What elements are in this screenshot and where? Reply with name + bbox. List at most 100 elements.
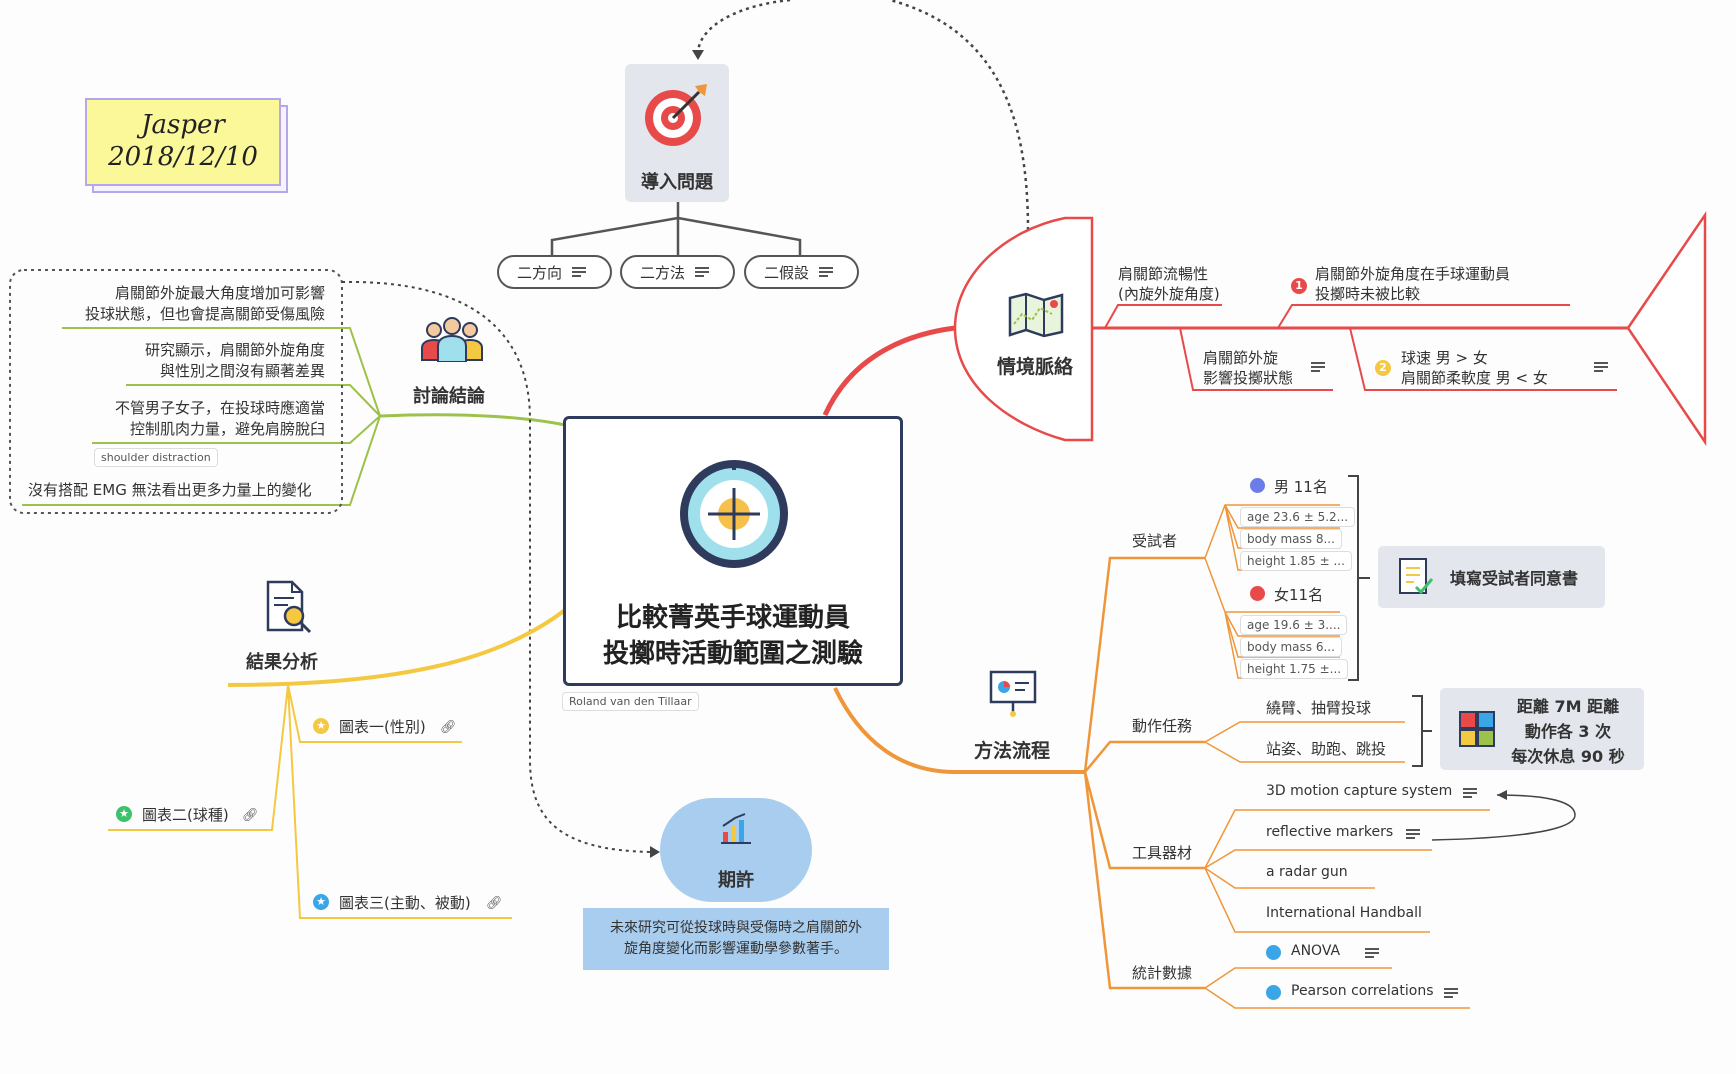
expect-node[interactable]: 期許 xyxy=(660,798,812,902)
sticky-note[interactable]: Jasper 2018/12/10 xyxy=(85,98,281,186)
tasks-bracket xyxy=(1412,695,1432,767)
badge-1: 1 xyxy=(1291,278,1307,294)
expect-note-text: 未來研究可從投球時與受傷時之肩關節外 旋角度變化而影響運動學參數著手。 xyxy=(610,920,862,957)
badge-2: 2 xyxy=(1375,360,1391,376)
link-icon[interactable]: 🔗︎ xyxy=(242,808,259,823)
context-item-flexibility[interactable]: 肩關節流暢性 (內旋外旋角度) xyxy=(1118,265,1220,303)
female-stat-age[interactable]: age 19.6 ± 3.... xyxy=(1240,615,1348,635)
central-author-label: Roland van den Tillaar xyxy=(562,692,699,711)
tool-item-handball[interactable]: International Handball xyxy=(1266,905,1422,921)
intro-node[interactable]: 導入問題 xyxy=(625,64,729,202)
note-icon xyxy=(1594,362,1608,373)
branch-discussion xyxy=(379,413,566,427)
puzzle-icon xyxy=(1459,711,1495,747)
star-icon: ★ xyxy=(116,806,132,822)
tool-bones xyxy=(1204,809,1490,933)
note-icon xyxy=(1311,362,1325,373)
male-stat-height[interactable]: height 1.85 ± ... xyxy=(1240,551,1352,571)
female-stat-height[interactable]: height 1.75 ±... xyxy=(1240,659,1349,679)
link-icon[interactable]: 🔗︎ xyxy=(486,896,503,911)
task-item-arm[interactable]: 繞臂、抽臂投球 xyxy=(1266,699,1372,717)
tool-item-markers[interactable]: reflective markers xyxy=(1266,824,1394,840)
male-stat-mass[interactable]: body mass 8... xyxy=(1240,529,1342,549)
female-stat-mass[interactable]: body mass 6... xyxy=(1240,637,1342,657)
note-icon xyxy=(1463,788,1477,799)
intro-branches xyxy=(550,202,802,255)
star-icon: ★ xyxy=(313,718,329,734)
method-bones xyxy=(1083,556,1205,990)
relation-markers-capture xyxy=(1431,794,1576,841)
results-bones xyxy=(108,684,512,919)
context-title: 情境脈絡 xyxy=(997,356,1074,378)
arrow-head-expect xyxy=(650,846,660,858)
intro-title: 導入問題 xyxy=(641,172,713,193)
arrow-head xyxy=(692,50,704,60)
presentation-icon xyxy=(989,670,1037,717)
discussion-bones xyxy=(22,327,381,506)
female-user-icon xyxy=(1250,586,1265,601)
central-title-line1: 比較菁英手球運動員 xyxy=(615,603,850,633)
branch-method xyxy=(833,687,1085,774)
stat-item-pearson[interactable]: Pearson correlations xyxy=(1291,983,1434,999)
results-item-active-passive[interactable]: 圖表三(主動、被動) xyxy=(339,894,471,912)
note-icon xyxy=(1444,988,1458,999)
intro-item-direction[interactable]: 二方向 xyxy=(497,255,612,289)
document-search-icon xyxy=(266,580,312,634)
map-icon xyxy=(1008,292,1064,338)
method-stats-label[interactable]: 統計數據 xyxy=(1132,964,1193,982)
relation-context-intro xyxy=(696,0,1030,231)
discussion-item-muscle-control[interactable]: 不管男子女子，在投球時應適當 控制肌肉力量，避免肩膀脫臼 xyxy=(114,399,325,438)
note-icon xyxy=(1406,829,1420,840)
discussion-item-injury-risk[interactable]: 肩關節外旋最大角度增加可影響 投球狀態，但也會提高關節受傷風險 xyxy=(84,284,325,323)
results-item-ball-type[interactable]: 圖表二(球種) xyxy=(142,806,229,824)
method-title: 方法流程 xyxy=(974,740,1051,762)
note-icon xyxy=(572,266,587,278)
discussion-boundary xyxy=(9,269,343,514)
context-item-not-compared[interactable]: 肩關節外旋角度在手球運動員 投擲時未被比較 xyxy=(1315,265,1511,303)
branch-context xyxy=(822,325,956,417)
stat-bones xyxy=(1204,967,1470,1009)
subject-bones xyxy=(1204,504,1340,679)
discussion-item-no-gender-diff[interactable]: 研究顯示，肩關節外旋角度 與性別之間沒有顯著差異 xyxy=(144,341,325,380)
task-bones xyxy=(1204,721,1405,763)
bar-chart-icon xyxy=(721,813,751,844)
subjects-summary[interactable]: 填寫受試者同意書 xyxy=(1378,546,1605,608)
context-item-throwing-state[interactable]: 肩關節外旋 影響投擲狀態 xyxy=(1203,349,1294,387)
results-item-gender[interactable]: 圖表一(性別) xyxy=(339,718,426,736)
central-topic[interactable]: 比較菁英手球運動員 投擲時活動範圍之測驗 xyxy=(563,416,903,686)
tasks-summary-line3: 每次休息 90 秒 xyxy=(1511,747,1625,766)
target-arrow-icon xyxy=(645,84,707,146)
expect-title: 期許 xyxy=(718,870,754,891)
subjects-female[interactable]: 女11名 xyxy=(1274,586,1324,604)
star-icon: ★ xyxy=(313,894,329,910)
context-tail xyxy=(1626,210,1707,447)
method-tools-label[interactable]: 工具器材 xyxy=(1132,844,1193,862)
male-user-icon xyxy=(1250,478,1265,493)
sticky-date: 2018/12/10 xyxy=(108,142,258,172)
stat-item-anova[interactable]: ANOVA xyxy=(1291,943,1341,959)
tool-item-radar-gun[interactable]: a radar gun xyxy=(1266,864,1348,880)
context-item-gender-diff[interactable]: 球速 男 > 女 肩關節柔軟度 男 < 女 xyxy=(1401,349,1548,387)
task-item-stance[interactable]: 站姿、助跑、跳投 xyxy=(1266,740,1387,758)
results-title: 結果分析 xyxy=(246,652,318,673)
tasks-summary-line1: 距離 7M 距離 xyxy=(1516,697,1620,716)
link-icon[interactable]: 🔗︎ xyxy=(440,720,457,735)
sticky-name: Jasper xyxy=(141,110,225,140)
male-stat-age[interactable]: age 23.6 ± 5.2... xyxy=(1240,507,1356,527)
subjects-male[interactable]: 男 11名 xyxy=(1274,478,1328,496)
intro-item-hypothesis[interactable]: 二假設 xyxy=(744,255,859,289)
central-title-line2: 投擲時活動範圍之測驗 xyxy=(602,639,863,669)
discussion-tag: shoulder distraction xyxy=(94,448,218,467)
tasks-summary[interactable]: 距離 7M 距離 動作各 3 次 每次休息 90 秒 xyxy=(1440,688,1644,770)
method-tasks-label[interactable]: 動作任務 xyxy=(1132,717,1193,735)
method-subjects-label[interactable]: 受試者 xyxy=(1132,532,1178,550)
tool-item-motion-capture[interactable]: 3D motion capture system xyxy=(1266,783,1453,799)
people-icon xyxy=(421,317,483,362)
clock-small-icon xyxy=(1266,945,1281,960)
note-icon xyxy=(819,266,834,278)
intro-item-method[interactable]: 二方法 xyxy=(620,255,735,289)
tasks-summary-line2: 動作各 3 次 xyxy=(1524,722,1612,741)
discussion-item-emg[interactable]: 沒有搭配 EMG 無法看出更多力量上的變化 xyxy=(28,481,312,499)
discussion-title: 討論結論 xyxy=(413,386,485,407)
context-bones xyxy=(1104,304,1617,391)
